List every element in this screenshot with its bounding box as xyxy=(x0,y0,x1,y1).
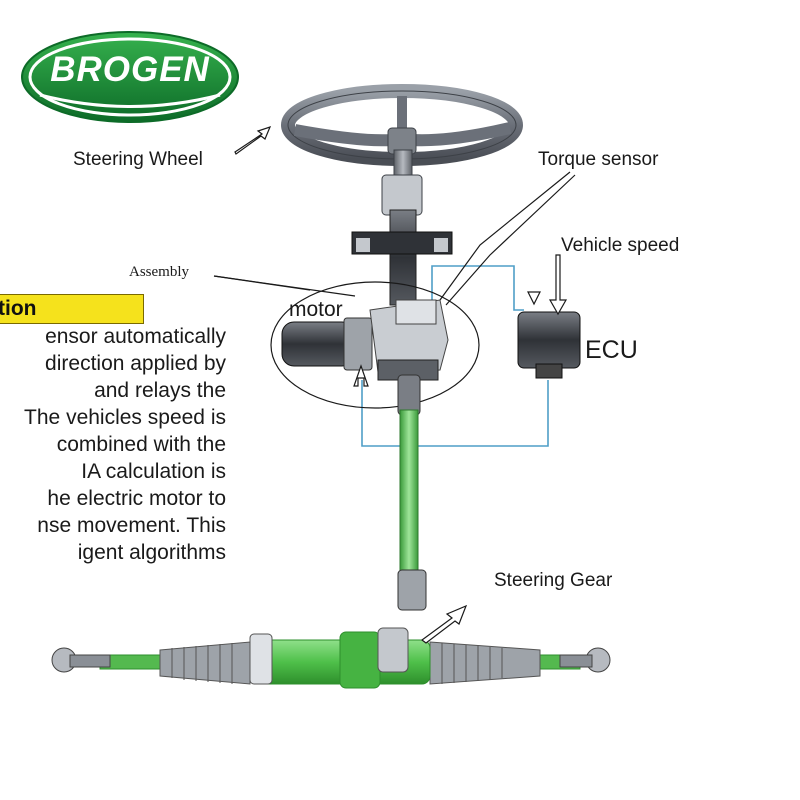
assembly-outline xyxy=(270,281,480,409)
steering-column xyxy=(351,149,453,306)
description-line: and relays the xyxy=(94,379,226,402)
callout-lines xyxy=(213,171,576,306)
section-badge xyxy=(0,294,144,324)
steering-wheel-drawing xyxy=(281,84,523,166)
description-line: combined with the xyxy=(56,433,226,456)
arrow-motor xyxy=(353,364,369,387)
description-line: he electric motor to xyxy=(47,487,226,510)
brogen-logo-text: BROGEN xyxy=(50,50,210,89)
assist-motor xyxy=(281,299,449,381)
arrow-signal-ecu xyxy=(527,291,541,306)
arrow-steering-wheel xyxy=(234,126,272,155)
label-vehicle-speed: Vehicle speed xyxy=(561,235,680,256)
description-line: igent algorithms xyxy=(77,541,226,564)
label-steering-wheel: Steering Wheel xyxy=(73,149,203,170)
label-assembly: Assembly xyxy=(129,264,189,280)
description-line: nse movement. This xyxy=(37,514,226,537)
ecu-unit xyxy=(517,311,581,379)
intermediate-shaft xyxy=(397,374,427,611)
description-line: IA calculation is xyxy=(81,460,226,483)
arrow-vehicle-speed xyxy=(548,254,568,316)
description-line: direction applied by xyxy=(45,352,226,375)
section-description: ensor automatically direction applied by… xyxy=(0,325,240,575)
signal-wires xyxy=(361,265,549,447)
arrow-steering-gear xyxy=(420,604,468,644)
label-torque-sensor: Torque sensor xyxy=(538,149,659,170)
description-line: ensor automatically xyxy=(45,325,226,348)
steering-rack xyxy=(51,627,611,689)
label-motor: motor xyxy=(289,298,343,321)
section-title: tion xyxy=(0,297,37,320)
description-line: The vehicles speed is xyxy=(24,406,226,429)
label-ecu: ECU xyxy=(585,336,638,364)
brogen-logo xyxy=(21,31,239,123)
label-steering-gear: Steering Gear xyxy=(494,570,613,591)
